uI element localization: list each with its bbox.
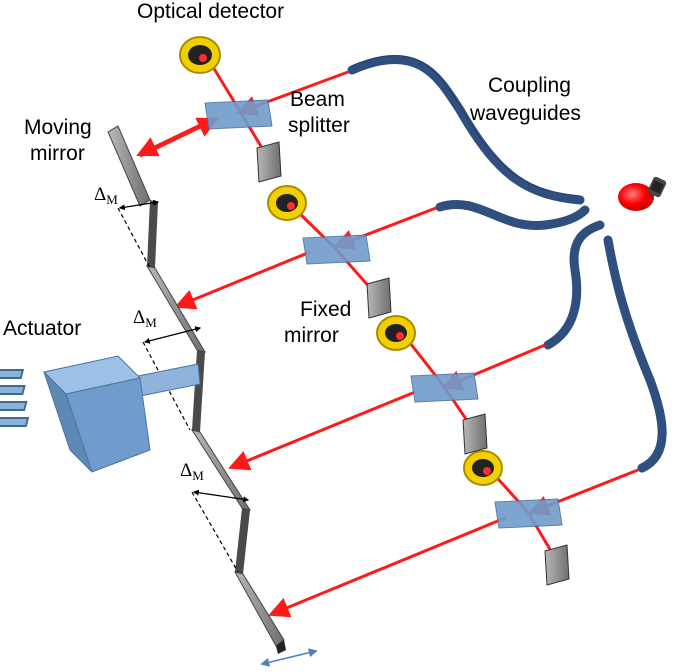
beam-splitter-2	[302, 234, 371, 265]
label-moving: Moving	[24, 116, 92, 139]
delta-m-label-1: ΔM	[94, 184, 118, 207]
delta-m-label-3: ΔM	[180, 460, 204, 483]
fixed-mirror-2	[366, 277, 392, 319]
beam-splitter-1	[204, 99, 273, 130]
waveguide-2	[435, 200, 590, 230]
delta-m-label-2: ΔM	[133, 307, 157, 330]
detector-1	[179, 36, 221, 74]
label-actuator: Actuator	[3, 317, 82, 340]
detector-2	[267, 185, 307, 221]
coupling-waveguides	[347, 54, 667, 473]
actuator	[0, 355, 201, 473]
label-coupling: Coupling	[488, 74, 571, 97]
optical-detectors	[179, 36, 503, 486]
light-source	[618, 176, 667, 211]
motion-arrow	[260, 648, 318, 667]
label-mirror: mirror	[30, 142, 85, 165]
fixed-mirrors	[256, 141, 570, 586]
label-beam: Beam	[290, 88, 345, 111]
detector-4	[463, 450, 503, 486]
mirror-beams	[136, 116, 506, 618]
beam-splitter-3	[410, 372, 479, 403]
fixed-mirror-1	[256, 141, 282, 183]
fixed-mirror-3	[462, 413, 488, 455]
beam-splitter-4	[494, 498, 563, 529]
label-waveguides: waveguides	[470, 102, 581, 125]
detector-3	[376, 315, 416, 351]
label-fixed-mirror: mirror	[284, 324, 339, 347]
label-optical-detector: Optical detector	[137, 0, 285, 23]
label-fixed: Fixed	[300, 298, 352, 321]
waveguide-4	[603, 235, 667, 473]
fixed-mirror-4	[544, 544, 570, 586]
beam-splitters	[204, 99, 563, 529]
waveguide-1	[347, 54, 585, 205]
label-splitter: splitter	[288, 114, 350, 137]
waveguide-3	[543, 220, 605, 350]
